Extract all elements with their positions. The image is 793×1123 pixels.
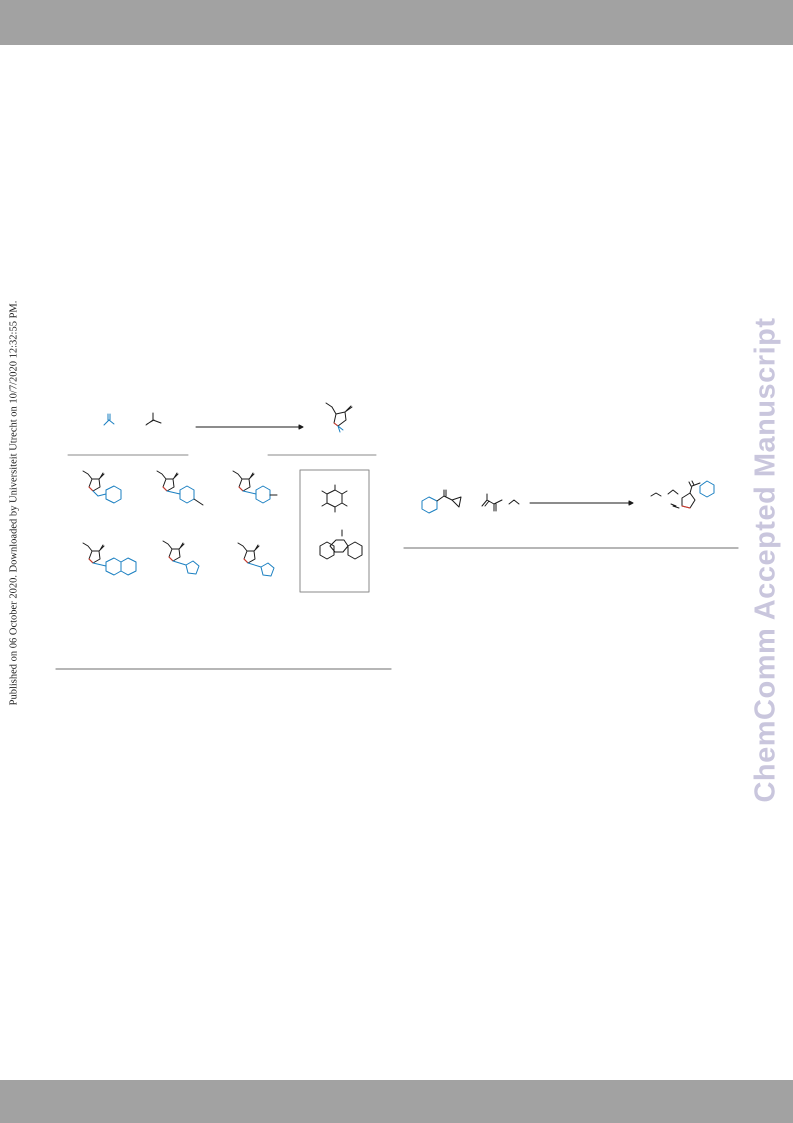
bottom-banner <box>0 1080 793 1123</box>
product-highlight <box>333 422 339 427</box>
right-reactant-acrylate <box>481 493 520 512</box>
product-furyl <box>237 542 275 577</box>
right-product <box>650 480 715 509</box>
reactant-b <box>145 412 162 426</box>
product-4-methylphenyl <box>156 470 204 506</box>
product-naphthyl <box>82 542 137 576</box>
product-thienyl <box>162 540 200 575</box>
top-banner <box>0 0 793 45</box>
right-reactant-cyclopropyl <box>436 489 462 508</box>
product-phenyl <box>82 470 122 504</box>
right-reactant-aryl <box>421 496 438 514</box>
product-ring <box>325 402 353 427</box>
reactant-a <box>103 413 115 426</box>
product-4-substituted-phenyl <box>232 470 278 504</box>
product-substituents <box>337 425 344 433</box>
reaction-arrow <box>195 424 304 430</box>
right-reaction-arrow <box>529 500 634 506</box>
catalyst-box <box>299 469 370 593</box>
